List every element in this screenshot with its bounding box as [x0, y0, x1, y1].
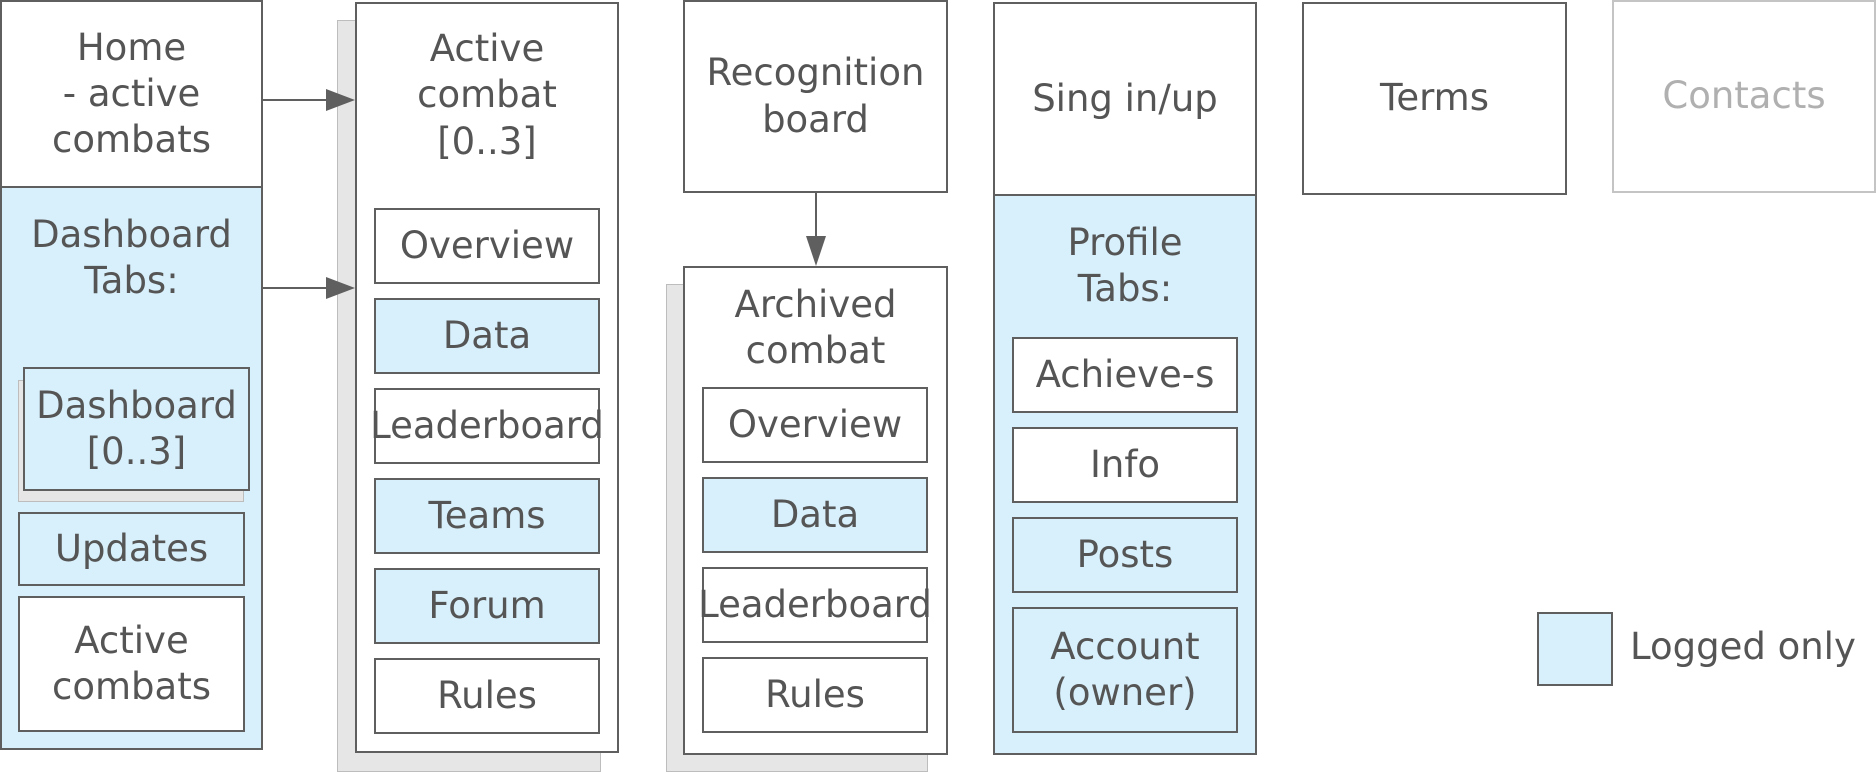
active-combat-tab-rules-label: Rules: [437, 673, 537, 717]
profile-tab-achievements-label: Achieve-s: [1035, 352, 1215, 396]
active-combat-tab-teams: Teams: [374, 478, 600, 554]
archived-combat-tab-overview-label: Overview: [727, 402, 903, 446]
active-combat-title: Active combat [0..3]: [417, 27, 557, 163]
sign-in-node: Sing in/up: [993, 2, 1257, 196]
archived-combat-tab-rules-label: Rules: [765, 672, 865, 716]
legend-label: Logged only: [1630, 625, 1856, 668]
contacts-label: Contacts: [1662, 74, 1826, 118]
recognition-board-label: Recognition board: [706, 51, 925, 141]
dashboard-tabs-title: Dashboard Tabs:: [31, 213, 232, 303]
dashboard-tab-active-combats-label: Active combats: [52, 618, 211, 708]
profile-tab-achievements: Achieve-s: [1012, 337, 1238, 413]
profile-tab-posts: Posts: [1012, 517, 1238, 593]
archived-combat-tab-leaderboard: Leaderboard: [698, 567, 932, 643]
dashboard-tab-active-combats: Active combats: [18, 596, 245, 732]
home-node: Home - active combats: [0, 0, 263, 188]
legend-swatch: [1537, 612, 1613, 686]
archived-combat-tab-data: Data: [702, 477, 928, 553]
archived-combat-tab-leaderboard-label: Leaderboard: [698, 582, 932, 626]
active-combat-tab-overview: Overview: [374, 208, 600, 284]
active-combat-tab-leaderboard: Leaderboard: [370, 388, 604, 464]
active-combat-tab-overview-label: Overview: [399, 223, 575, 267]
active-combat-tab-data: Data: [374, 298, 600, 374]
profile-tab-posts-label: Posts: [1076, 532, 1174, 576]
active-combat-tab-leaderboard-label: Leaderboard: [370, 403, 604, 447]
active-combat-tab-teams-label: Teams: [428, 493, 546, 537]
arrow-recognition-to-archived: [806, 193, 826, 266]
active-combat-tab-data-label: Data: [442, 313, 532, 357]
home-node-label: Home - active combats: [52, 25, 211, 162]
dashboard-tab-updates: Updates: [18, 512, 245, 586]
active-combat-tab-forum: Forum: [374, 568, 600, 644]
profile-tab-info-label: Info: [1089, 442, 1161, 486]
profile-tab-info: Info: [1012, 427, 1238, 503]
contacts-node: Contacts: [1612, 0, 1876, 193]
terms-label: Terms: [1380, 76, 1489, 120]
recognition-board-node: Recognition board: [683, 0, 948, 193]
active-combat-tab-rules: Rules: [374, 658, 600, 734]
profile-tab-account-label: Account (owner): [1050, 624, 1200, 714]
dashboard-tab-updates-label: Updates: [54, 526, 209, 570]
sign-in-label: Sing in/up: [1032, 76, 1218, 120]
archived-combat-tab-overview: Overview: [702, 387, 928, 463]
terms-node: Terms: [1302, 2, 1567, 195]
profile-tabs-title: Profile Tabs:: [1067, 221, 1183, 311]
dashboard-tab-dashboard: Dashboard [0..3]: [23, 367, 250, 491]
dashboard-tab-dashboard-label: Dashboard [0..3]: [36, 383, 237, 473]
archived-combat-tab-data-label: Data: [770, 492, 860, 536]
profile-tab-account: Account (owner): [1012, 607, 1238, 733]
archived-combat-title: Archived combat: [734, 283, 897, 373]
active-combat-tab-forum-label: Forum: [428, 583, 546, 627]
archived-combat-tab-rules: Rules: [702, 657, 928, 733]
